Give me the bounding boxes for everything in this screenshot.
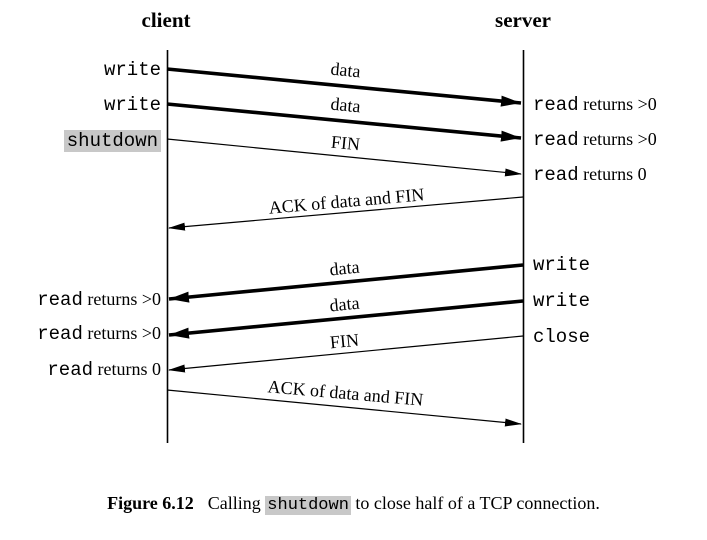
read-call-label: read [533, 129, 579, 151]
write-call-label: write [103, 59, 161, 81]
arrow-fin-1 [166, 138, 522, 177]
caption-text-before: Calling [207, 493, 266, 513]
client-lifeline-title: client [141, 8, 191, 32]
arrow-data-1 [166, 67, 522, 107]
server-event-write-2: write [533, 289, 591, 312]
client-event-write-1: write [103, 58, 161, 81]
read-call-label: read [37, 289, 83, 311]
arrow-fin-2-label: FIN [329, 330, 360, 353]
read-call-label: read [533, 164, 579, 186]
caption-shutdown-highlight: shutdown [265, 496, 351, 515]
server-event-write-1: write [533, 253, 591, 276]
shutdown-call-label: shutdown [63, 130, 161, 152]
client-event-read-3: read returns 0 [47, 358, 161, 381]
close-call-label: close [533, 326, 591, 348]
label-suffix: returns 0 [578, 164, 647, 184]
server-lifeline-title: server [495, 8, 551, 32]
figure-number: Figure 6.12 [107, 493, 194, 513]
read-call-label: read [533, 94, 579, 116]
arrow-data-2-label: data [330, 94, 362, 117]
server-event-read-2: read returns >0 [533, 128, 657, 151]
write-call-label: write [533, 254, 591, 276]
arrow-ack-2 [166, 389, 522, 427]
server-event-read-3: read returns 0 [533, 163, 647, 186]
figure-caption: Figure 6.12 Calling shutdown to close hal… [0, 493, 707, 515]
label-suffix: returns >0 [82, 323, 161, 343]
read-call-label: read [37, 323, 83, 345]
arrow-data-4-label: data [329, 293, 361, 316]
caption-text-after: to close half of a TCP connection. [350, 493, 600, 513]
label-suffix: returns >0 [578, 94, 657, 114]
write-call-label: write [533, 290, 591, 312]
arrow-data-1-label: data [330, 59, 362, 82]
arrow-data-3-label: data [329, 257, 361, 280]
label-suffix: returns 0 [93, 359, 161, 379]
client-event-read-1: read returns >0 [37, 288, 161, 311]
arrow-ack-1 [168, 196, 524, 231]
arrow-ack-2-label: ACK of data and FIN [267, 376, 424, 410]
client-event-write-2: write [103, 93, 161, 116]
arrow-fin-2 [168, 335, 524, 373]
client-event-read-2: read returns >0 [37, 322, 161, 345]
arrow-data-2 [166, 102, 522, 142]
arrow-data-4 [168, 299, 524, 339]
server-event-read-1: read returns >0 [533, 93, 657, 116]
arrow-data-3 [168, 263, 524, 303]
write-call-label: write [103, 94, 161, 116]
arrow-fin-1-label: FIN [330, 132, 361, 155]
client-event-shutdown: shutdown [63, 129, 161, 152]
read-call-label: read [47, 359, 94, 381]
server-event-close: close [533, 325, 591, 348]
label-suffix: returns >0 [82, 289, 161, 309]
label-suffix: returns >0 [578, 129, 657, 149]
